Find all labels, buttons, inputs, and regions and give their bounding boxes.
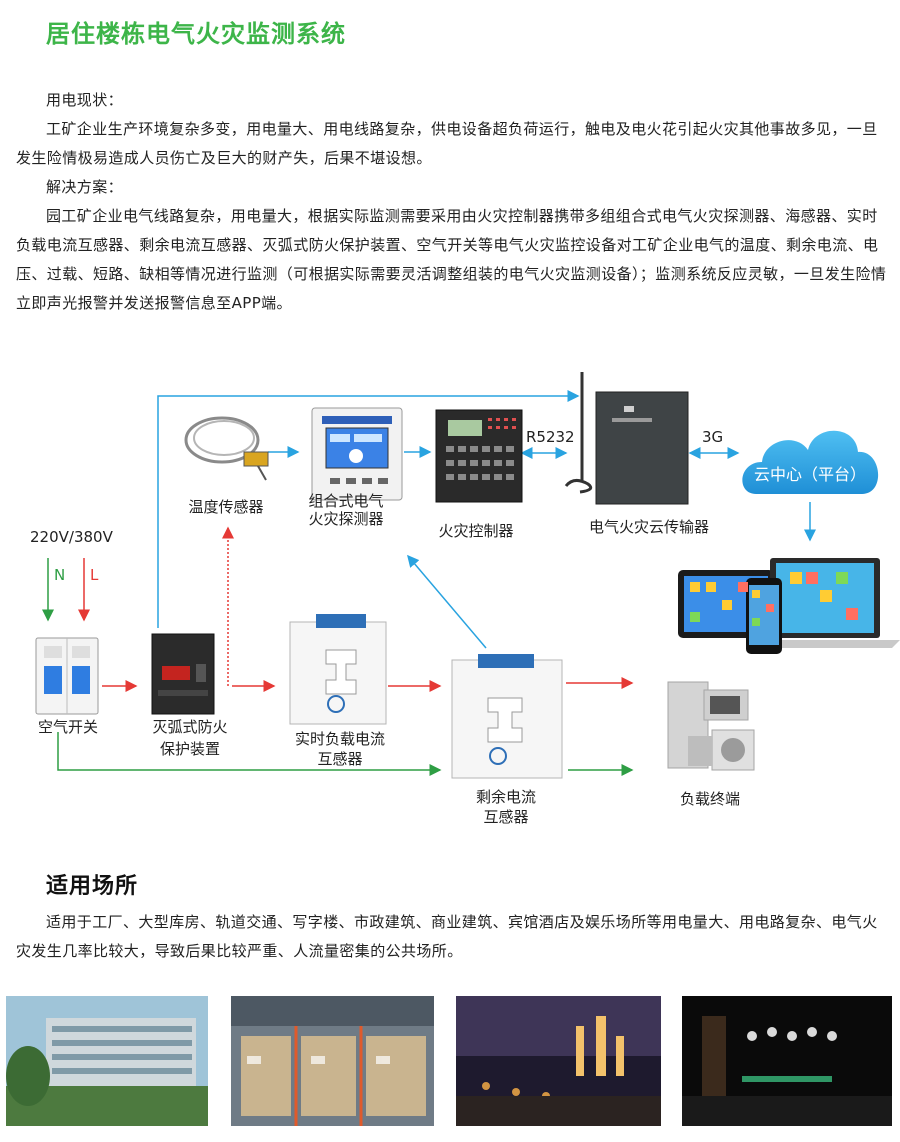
photo-office-building (6, 996, 208, 1126)
label-load-ct-2: 互感器 (317, 750, 363, 768)
system-diagram: 云中心（平台） (30, 372, 900, 779)
app-devices-icon (678, 558, 900, 654)
load-terminal-icon (667, 681, 755, 771)
label-air-switch: 空气开关 (37, 718, 98, 736)
controller-device-icon (435, 409, 523, 503)
detector-device-icon (311, 407, 403, 501)
solution-text: 园工矿企业电气线路复杂，用电量大，根据实际监测需要采用由火灾控制器携带多组组合式… (16, 207, 887, 312)
cloud-label: 云中心（平台） (754, 465, 866, 484)
residual-ct-icon (451, 654, 563, 779)
label-controller: 火灾控制器 (438, 522, 514, 540)
label-arc-2: 保护装置 (159, 740, 220, 758)
label-residual-1: 剩余电流 (475, 788, 536, 806)
red-connections (78, 526, 634, 692)
air-switch-icon (35, 637, 99, 715)
label-detector-1: 组合式电气 (308, 492, 384, 510)
load-ct-icon (289, 614, 387, 725)
label-residual-2: 互感器 (483, 808, 529, 826)
transmitter-device-icon (564, 372, 689, 505)
label-load-end: 负载终端 (679, 790, 740, 808)
photo-entertainment (682, 996, 892, 1126)
section-text: 适用于工厂、大型库房、轨道交通、写字楼、市政建筑、商业建筑、宾馆酒店及娱乐场所等… (16, 913, 878, 960)
photo-warehouse (231, 996, 434, 1126)
label-temp-sensor: 温度传感器 (188, 498, 264, 516)
arc-protection-icon (151, 633, 215, 715)
3g-label: 3G (702, 428, 723, 446)
label-arc-1: 灭弧式防火 (152, 718, 228, 736)
r5232-label: R5232 (526, 428, 575, 446)
intro-text: 用电现状： 工矿企业生产环境复杂多变，用电量大、用电线路复杂，供电设备超负荷运行… (16, 86, 892, 318)
label-detector-2: 火灾探测器 (308, 510, 384, 528)
n-label: N (54, 566, 65, 584)
status-text: 工矿企业生产环境复杂多变，用电量大、用电线路复杂，供电设备超负荷运行，触电及电火… (16, 120, 878, 167)
photo-hotel-night (456, 996, 661, 1126)
status-heading: 用电现状： (46, 91, 124, 109)
label-load-ct-1: 实时负载电流 (294, 730, 385, 748)
page-title: 居住楼栋电气火灾监测系统 (46, 20, 346, 48)
l-label: L (90, 566, 99, 584)
temperature-sensor-icon (184, 416, 269, 481)
label-transmitter: 电气火灾云传输器 (588, 518, 709, 536)
blue-connections (157, 390, 816, 649)
solution-heading: 解决方案： (46, 178, 124, 196)
green-connections (42, 558, 634, 776)
voltage-label: 220V/380V (30, 528, 114, 546)
section-heading: 适用场所 (46, 874, 139, 899)
cloud-icon: 云中心（平台） (742, 430, 879, 494)
